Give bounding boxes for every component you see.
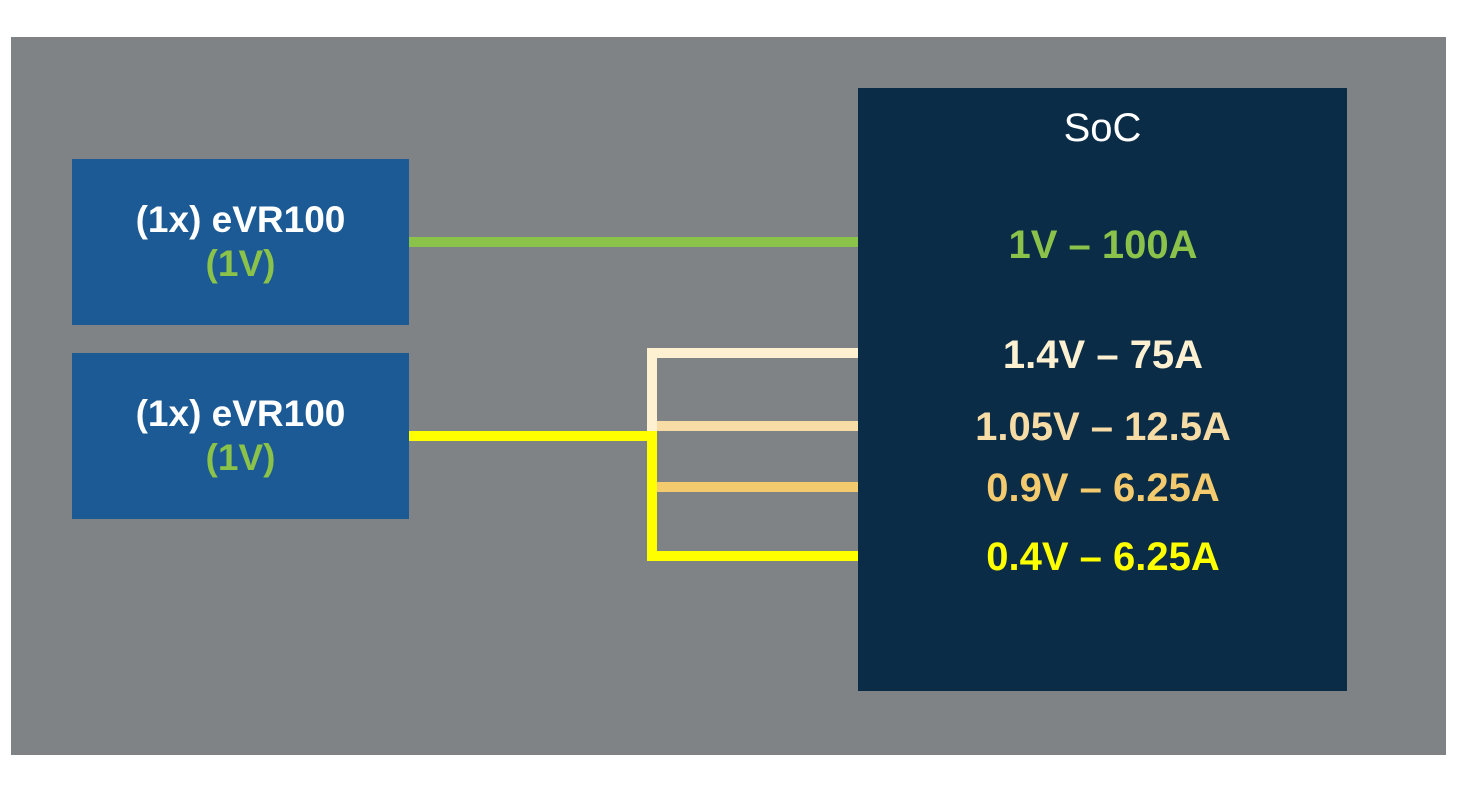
regulator-box-bottom: (1x) eVR100 (1V) (72, 353, 409, 519)
rail-label-1-05v: 1.05V – 12.5A (975, 405, 1231, 449)
soc-title: SoC (1063, 106, 1142, 150)
regulator-voltage: (1V) (205, 437, 276, 478)
rail-label-0-9v: 0.9V – 6.25A (986, 466, 1220, 510)
rail-label-1v: 1V – 100A (1008, 223, 1198, 267)
soc-box (858, 88, 1347, 691)
rail-label-1-4v: 1.4V – 75A (1002, 333, 1204, 377)
rail-label-0-4v: 0.4V – 6.25A (986, 535, 1220, 579)
regulator-box-top: (1x) eVR100 (1V) (72, 159, 409, 325)
regulator-name: (1x) eVR100 (135, 393, 346, 434)
regulator-voltage: (1V) (205, 243, 276, 284)
regulator-name: (1x) eVR100 (135, 199, 346, 240)
